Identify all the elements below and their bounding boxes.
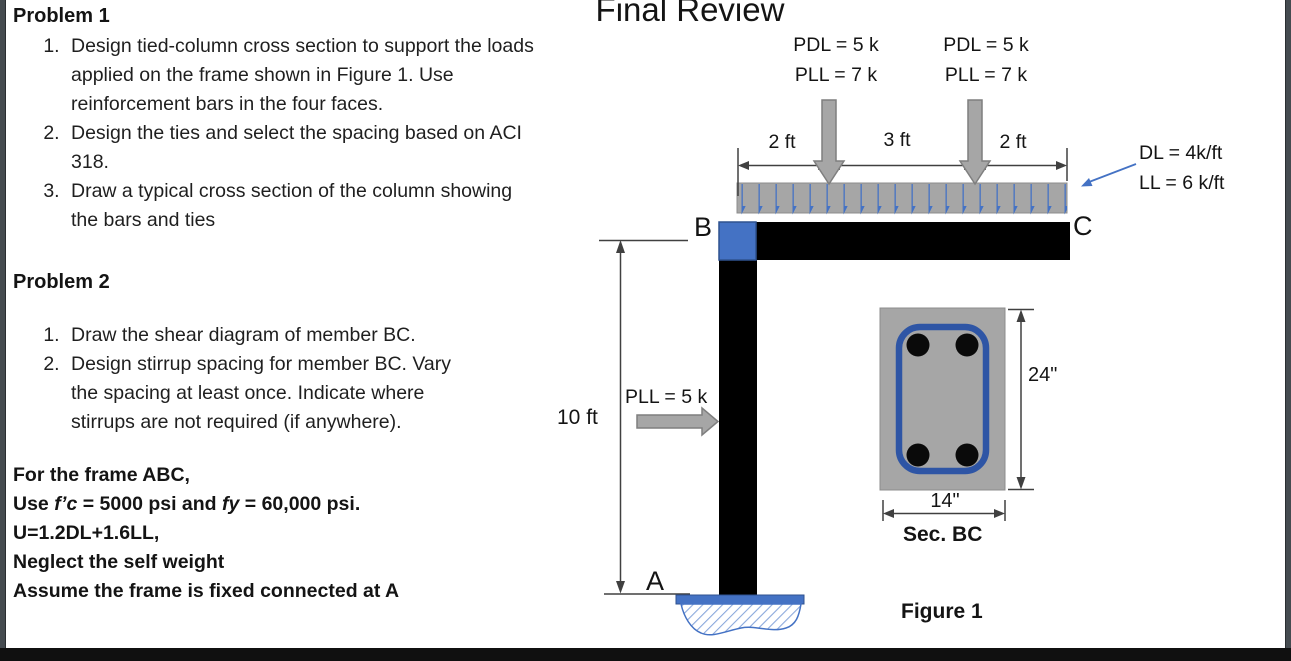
dim-column-height: 10 ft — [557, 406, 598, 429]
distributed-load-dl-label: DL = 4k/ft — [1139, 142, 1223, 164]
point-load-arrow-2 — [958, 99, 992, 186]
slide-left-border — [0, 0, 6, 661]
node-c-label: C — [1073, 211, 1093, 241]
column-ab — [719, 260, 757, 595]
section-tie — [895, 323, 990, 475]
dim-span-right: 2 ft — [999, 131, 1027, 153]
point-load-label-1: PDL = 5 k PLL = 7 k — [793, 34, 879, 86]
dim-span-left: 2 ft — [768, 131, 796, 153]
section-width-dimension-arrowheads — [883, 509, 1005, 518]
problem1-list: Design tied-column cross section to supp… — [13, 32, 535, 235]
node-a-label: A — [646, 566, 665, 596]
note-load-combo: U=1.2DL+1.6LL, — [13, 522, 160, 544]
note-fixed-support: Assume the frame is fixed connected at A — [13, 580, 400, 602]
joint-b-square — [718, 221, 757, 261]
page-title: Final Review — [595, 0, 785, 28]
node-b-label: B — [694, 212, 713, 242]
problem1-heading: Problem 1 — [13, 5, 110, 27]
span-dimension-lines — [737, 148, 1068, 196]
point-load-label-2: PDL = 5 k PLL = 7 k — [943, 34, 1029, 86]
problems-column: Problem 1 Design tied-column cross secti… — [13, 5, 561, 606]
foundation-hatch — [680, 603, 802, 636]
design-notes: For the frame ABC, Use f’c = 5000 psi an… — [13, 461, 561, 606]
note-self-weight: Neglect the self weight — [13, 551, 225, 573]
problem2-item: Draw the shear diagram of member BC. — [65, 321, 468, 350]
problem2-heading: Problem 2 — [13, 271, 110, 293]
problem1-item: Draw a typical cross section of the colu… — [65, 177, 535, 235]
beam-bc — [756, 222, 1070, 260]
lateral-load-arrow — [636, 406, 720, 437]
problem2-list: Draw the shear diagram of member BC. Des… — [13, 321, 468, 437]
foundation-cap — [675, 594, 805, 605]
note-frame: For the frame ABC, — [13, 464, 190, 486]
dim-section-height: 24" — [1028, 364, 1058, 386]
section-height-dimension-lines — [1008, 308, 1034, 491]
height-dimension-arrowheads — [616, 240, 625, 594]
slide-right-border — [1285, 0, 1291, 661]
distributed-load-ll-label: LL = 6 k/ft — [1139, 172, 1225, 194]
distributed-load-callout-arrowhead — [1081, 178, 1093, 187]
height-dimension-lines — [599, 239, 690, 595]
problem1-item: Design tied-column cross section to supp… — [65, 32, 535, 119]
slide-bottom-border — [0, 648, 1291, 661]
problem1-item: Design the ties and select the spacing b… — [65, 119, 535, 177]
figure-caption: Figure 1 — [901, 600, 983, 623]
distributed-load-callout-line — [1088, 163, 1137, 183]
fy-symbol: fy — [222, 493, 240, 515]
note-materials: Use f’c = 5000 psi and fy = 60,000 psi. — [13, 493, 361, 515]
fc-symbol: f’c — [54, 493, 78, 515]
problem2-item: Design stirrup spacing for member BC. Va… — [65, 350, 468, 437]
section-width-dimension-lines — [882, 500, 1006, 521]
section-rebars — [906, 333, 979, 467]
lateral-load-label: PLL = 5 k — [625, 386, 708, 408]
dim-section-width: 14" — [930, 490, 960, 512]
distributed-load-arrows — [737, 183, 1067, 215]
point-load-arrow-1 — [812, 99, 846, 186]
section-height-dimension-arrowheads — [1016, 309, 1026, 490]
dim-span-mid: 3 ft — [883, 129, 911, 151]
section-label: Sec. BC — [903, 523, 983, 546]
